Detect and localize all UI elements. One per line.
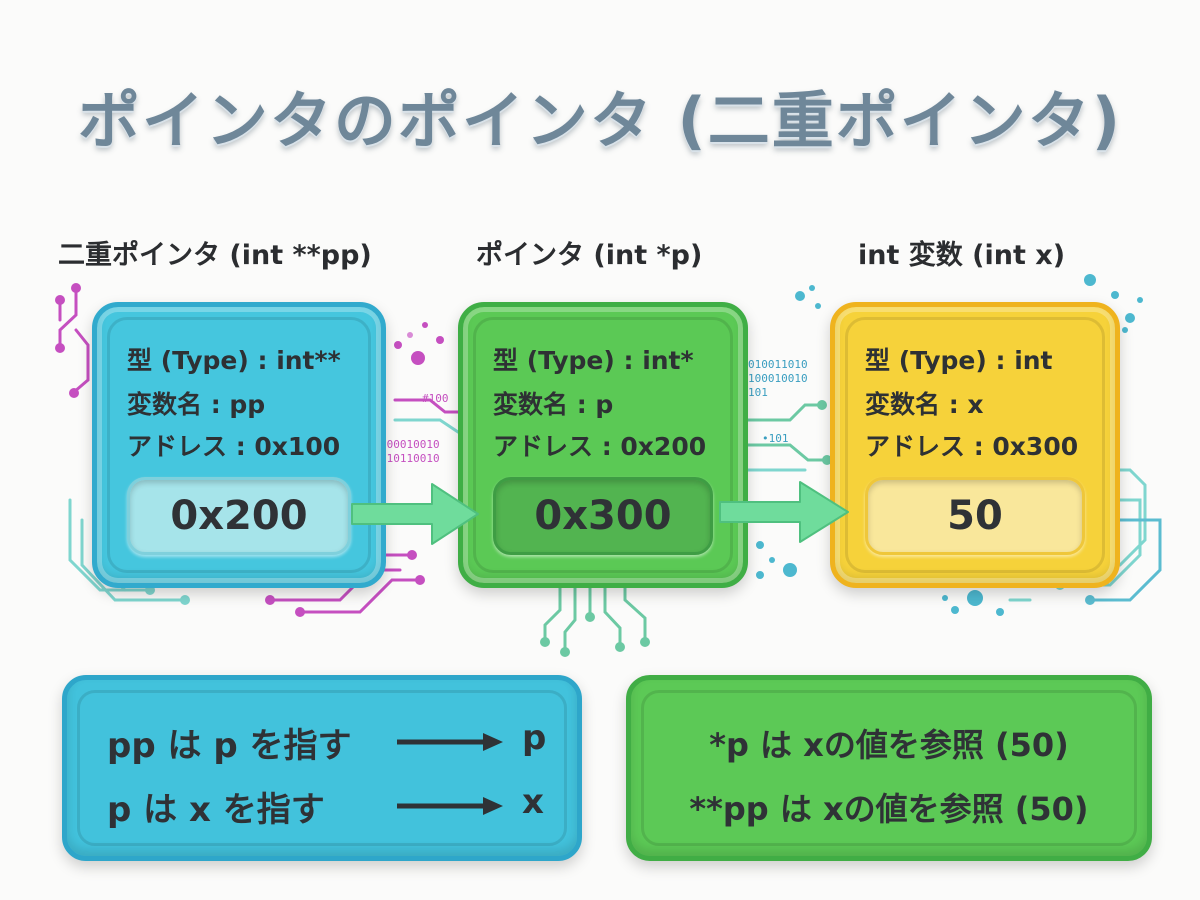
decor-binary-left: 100010010 010110010 xyxy=(380,438,440,465)
points-to-row-1: pp は p を指す xyxy=(107,726,352,766)
column-label-pointer: ポインタ (int *p) xyxy=(476,240,703,271)
panel-inner-border xyxy=(77,690,567,846)
card-name-line: 変数名 : pp xyxy=(127,390,266,419)
column-label-int-variable: int 変数 (int x) xyxy=(858,240,1066,271)
points-to-target-2: x xyxy=(522,782,544,822)
value-box-pp: 0x200 xyxy=(127,477,351,555)
card-name-line: 変数名 : p xyxy=(493,390,614,419)
value-box-x: 50 xyxy=(865,477,1085,555)
page-title: ポインタのポインタ (二重ポインタ) xyxy=(77,84,1123,157)
arrow-right-icon xyxy=(397,733,503,751)
card-type-line: 型 (Type) : int** xyxy=(127,346,341,375)
points-to-row-2: p は x を指す xyxy=(107,790,325,830)
decor-binary-right: 010011010 100010010 101 xyxy=(748,358,808,399)
dereference-row-2: **pp は xの値を参照 (50) xyxy=(689,790,1089,828)
card-int-variable: 型 (Type) : int 変数名 : x アドレス : 0x300 50 xyxy=(830,302,1120,588)
card-inner-border xyxy=(107,317,371,573)
decor-address-tag: #100 xyxy=(422,392,449,405)
decor-binary-tag: •101 xyxy=(762,432,789,445)
card-address-line: アドレス : 0x300 xyxy=(865,432,1079,461)
dereference-row-1: *p は xの値を参照 (50) xyxy=(709,726,1069,764)
card-type-line: 型 (Type) : int* xyxy=(493,346,694,375)
summary-panel-points-to: pp は p を指す p p は x を指す x xyxy=(62,675,582,861)
panel-inner-border xyxy=(641,690,1137,846)
value-box-p: 0x300 xyxy=(493,477,713,555)
card-address-line: アドレス : 0x100 xyxy=(127,432,341,461)
card-pointer: 型 (Type) : int* 変数名 : p アドレス : 0x200 0x3… xyxy=(458,302,748,588)
column-label-double-pointer: 二重ポインタ (int **pp) xyxy=(58,240,372,271)
card-type-line: 型 (Type) : int xyxy=(865,346,1053,375)
arrow-right-icon xyxy=(397,797,503,815)
card-address-line: アドレス : 0x200 xyxy=(493,432,707,461)
card-inner-border xyxy=(845,317,1105,573)
card-double-pointer: 型 (Type) : int** 変数名 : pp アドレス : 0x100 0… xyxy=(92,302,386,588)
points-to-target-1: p xyxy=(522,718,547,758)
card-inner-border xyxy=(473,317,733,573)
summary-panel-dereference: *p は xの値を参照 (50) **pp は xの値を参照 (50) xyxy=(626,675,1152,861)
card-name-line: 変数名 : x xyxy=(865,390,984,419)
